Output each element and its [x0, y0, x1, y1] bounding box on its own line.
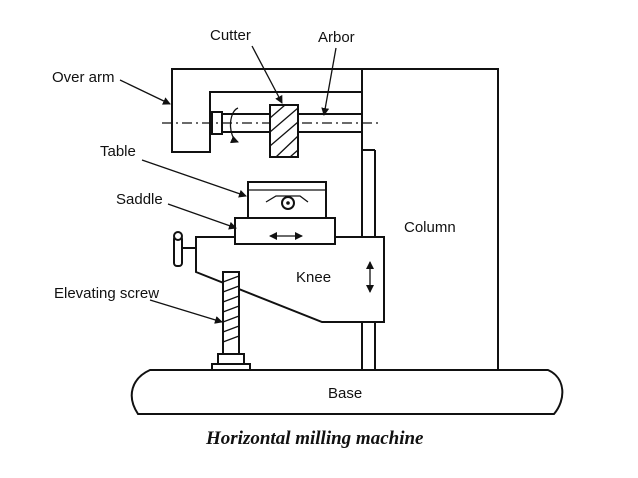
label-column: Column: [404, 219, 456, 236]
label-elevating-screw: Elevating screw: [54, 285, 159, 302]
label-arbor: Arbor: [318, 29, 355, 46]
elevating-screw: [211, 271, 251, 371]
leader-lines: [119, 45, 337, 324]
saddle: [234, 217, 336, 245]
label-table: Table: [100, 143, 136, 160]
label-over-arm: Over arm: [52, 69, 115, 86]
over-arm: [171, 68, 363, 153]
cutter: [269, 104, 299, 158]
base: [130, 369, 564, 415]
table: [247, 181, 327, 219]
label-base: Base: [328, 385, 362, 402]
handwheel-icon: [173, 231, 196, 267]
knee: [195, 236, 385, 323]
label-saddle: Saddle: [116, 191, 163, 208]
label-cutter: Cutter: [210, 27, 251, 44]
diagram-caption: Horizontal milling machine: [205, 428, 424, 449]
label-knee: Knee: [296, 269, 331, 286]
